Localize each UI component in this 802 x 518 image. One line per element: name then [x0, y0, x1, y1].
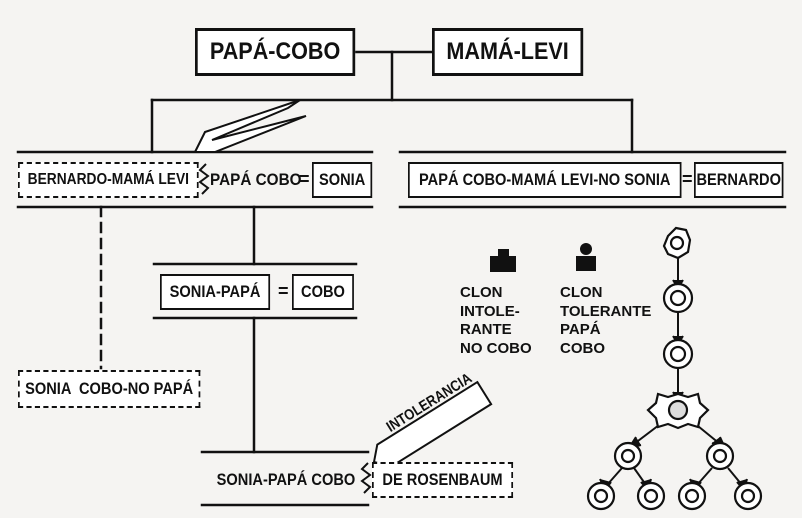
zigzag-separator — [200, 164, 370, 493]
equals-sign: = — [299, 169, 310, 190]
legend-tolerant-clone: CLON TOLERANTE PAPÁ COBO — [560, 284, 651, 358]
de-rosenbaum-box: DE ROSENBAUM — [372, 462, 513, 498]
mama-levi-box: MAMÁ-LEVI — [432, 28, 583, 76]
wedge-icon — [195, 100, 306, 152]
sonia-papa-cobo-box: SONIA-PAPÁ COBO — [206, 462, 366, 498]
sonia-papa-box: SONIA-PAPÁ — [160, 274, 270, 310]
cobo-box: COBO — [292, 274, 354, 310]
legend-intolerant-clone: CLON INTOLE- RANTE NO COBO — [460, 284, 532, 358]
sonia-cobo-no-papa-box: SONIA COBO-NO PAPÁ — [18, 370, 200, 408]
papa-cobo-label: PAPÁ COBO — [210, 170, 302, 190]
papa-cobo-mama-levi-no-sonia-box: PAPÁ COBO-MAMÁ LEVI-NO SONIA — [408, 162, 681, 198]
equals-sign: = — [278, 281, 289, 302]
clone-block-intolerant-icon — [490, 249, 516, 272]
clone-block-tolerant-icon — [576, 243, 596, 271]
sonia-box: SONIA — [312, 162, 372, 198]
papa-cobo-box: PAPÁ-COBO — [195, 28, 355, 76]
bernardo-mama-levi-box: BERNARDO-MAMÁ LEVI — [18, 162, 199, 198]
equals-sign: = — [682, 169, 693, 190]
bernardo-box: BERNARDO — [694, 162, 783, 198]
